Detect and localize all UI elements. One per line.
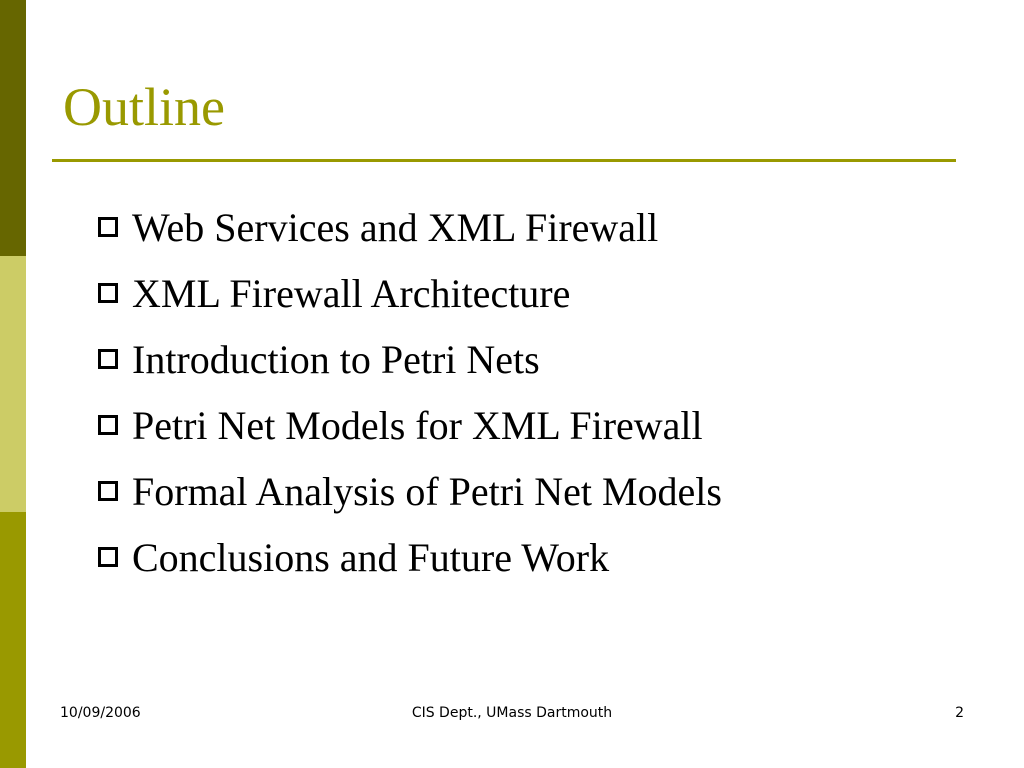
slide-title: Outline [63,77,225,137]
list-item: XML Firewall Architecture [98,260,722,326]
list-item: Conclusions and Future Work [98,524,722,590]
bullet-text: Web Services and XML Firewall [132,204,659,250]
square-bullet-icon [98,349,118,369]
side-bar-bottom [0,512,26,768]
square-bullet-icon [98,217,118,237]
list-item: Formal Analysis of Petri Net Models [98,458,722,524]
square-bullet-icon [98,481,118,501]
list-item: Web Services and XML Firewall [98,194,722,260]
square-bullet-icon [98,415,118,435]
bullet-text: Introduction to Petri Nets [132,336,540,382]
list-item: Introduction to Petri Nets [98,326,722,392]
bullet-text: Formal Analysis of Petri Net Models [132,468,722,514]
square-bullet-icon [98,547,118,567]
bullet-text: Conclusions and Future Work [132,534,610,580]
side-bar-top [0,0,26,256]
footer-organization: CIS Dept., UMass Dartmouth [411,705,613,721]
page-number: 2 [955,705,964,721]
bullet-text: Petri Net Models for XML Firewall [132,402,703,448]
footer-date: 10/09/2006 [60,705,141,721]
list-item: Petri Net Models for XML Firewall [98,392,722,458]
square-bullet-icon [98,283,118,303]
bullet-text: XML Firewall Architecture [132,270,571,316]
bullet-list: Web Services and XML Firewall XML Firewa… [98,194,722,590]
title-divider [52,159,956,162]
side-bar-middle [0,256,26,512]
